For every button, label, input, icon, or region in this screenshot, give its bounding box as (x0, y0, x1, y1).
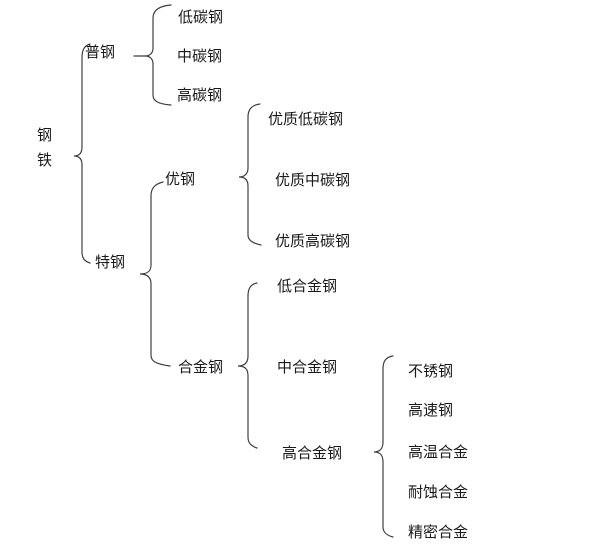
node-medium-alloy-steel: 中合金钢 (277, 358, 338, 376)
node-alloy-steel: 合金钢 (178, 358, 224, 376)
node-steel-root: 钢铁 (37, 126, 53, 169)
node-precision-alloy: 精密合金 (408, 523, 469, 541)
node-high-carbon-steel: 高碳钢 (177, 86, 223, 104)
node-high-alloy-steel: 高合金钢 (282, 444, 343, 462)
node-high-temperature-alloy: 高温合金 (408, 443, 469, 461)
brace-root (73, 43, 91, 264)
node-low-alloy-steel: 低合金钢 (277, 277, 338, 295)
node-quality-low-carbon-steel: 优质低碳钢 (268, 110, 344, 128)
node-quality-steel: 优钢 (165, 170, 196, 188)
node-medium-carbon-steel: 中碳钢 (177, 47, 223, 65)
brace-ordinary-steel (133, 4, 172, 106)
node-quality-high-carbon-steel: 优质高碳钢 (275, 232, 351, 250)
node-high-speed-steel: 高速钢 (408, 401, 454, 419)
brace-high-alloy-steel (373, 355, 394, 538)
brace-alloy-steel (237, 282, 258, 449)
brace-quality-steel (238, 103, 262, 246)
node-stainless-steel: 不锈钢 (408, 362, 454, 380)
node-ordinary-steel: 普钢 (85, 43, 116, 61)
node-quality-medium-carbon-steel: 优质中碳钢 (275, 171, 351, 189)
node-low-carbon-steel: 低碳钢 (178, 8, 224, 26)
node-special-steel: 特钢 (95, 253, 126, 271)
brace-special-steel (139, 181, 171, 367)
node-corrosion-resistant-alloy: 耐蚀合金 (408, 483, 469, 501)
